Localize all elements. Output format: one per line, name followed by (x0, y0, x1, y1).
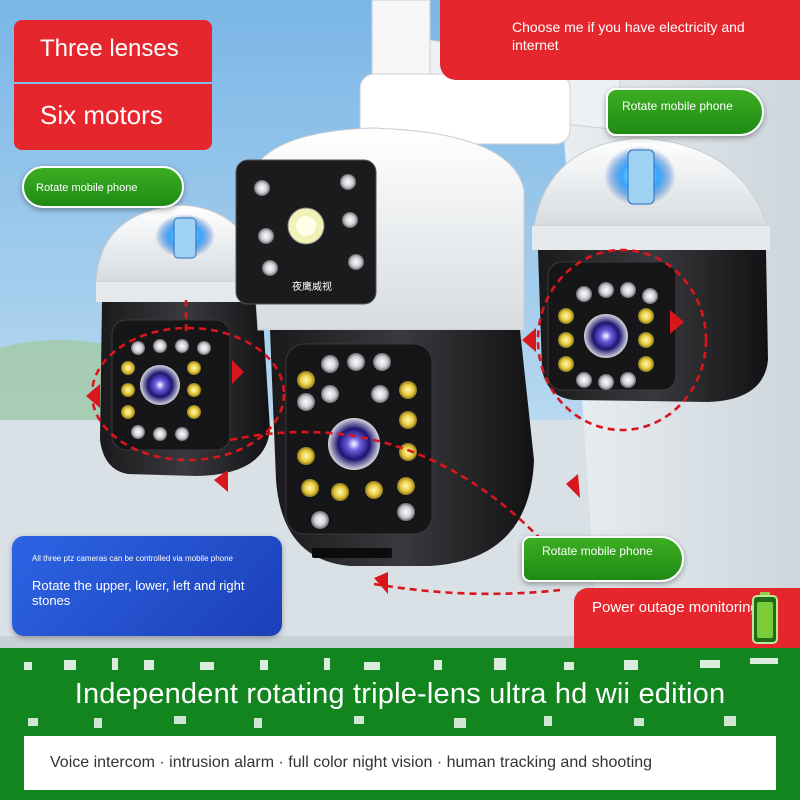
three-lenses-badge: Three lenses (14, 20, 212, 82)
banner-texture-lower (28, 716, 736, 728)
rotate-callout-left: Rotate mobile phone (22, 166, 184, 208)
power-internet-banner: Choose me if you have electricity and in… (440, 0, 800, 80)
mobile-control-panel: All three ptz cameras can be controlled … (12, 536, 282, 636)
battery-icon (752, 592, 778, 644)
svg-text:夜鹰威视: 夜鹰威视 (292, 280, 332, 293)
center-camera: 夜鹰威视 (235, 127, 534, 566)
headline: Independent rotating triple-lens ultra h… (74, 678, 726, 710)
left-camera (95, 204, 270, 476)
rotate-callout-right-bottom: Rotate mobile phone (522, 536, 684, 582)
rotation-description: Rotate the upper, lower, left and right … (32, 578, 245, 608)
mobile-control-note: All three ptz cameras can be controlled … (32, 554, 233, 563)
right-camera (532, 137, 770, 402)
features-box: Voice intercom · intrusion alarm · full … (24, 736, 776, 790)
rotate-callout-right-top: Rotate mobile phone (606, 88, 764, 136)
six-motors-badge: Six motors (14, 84, 212, 150)
banner-texture (24, 658, 778, 670)
feature-list: Voice intercom · intrusion alarm · full … (50, 754, 653, 771)
